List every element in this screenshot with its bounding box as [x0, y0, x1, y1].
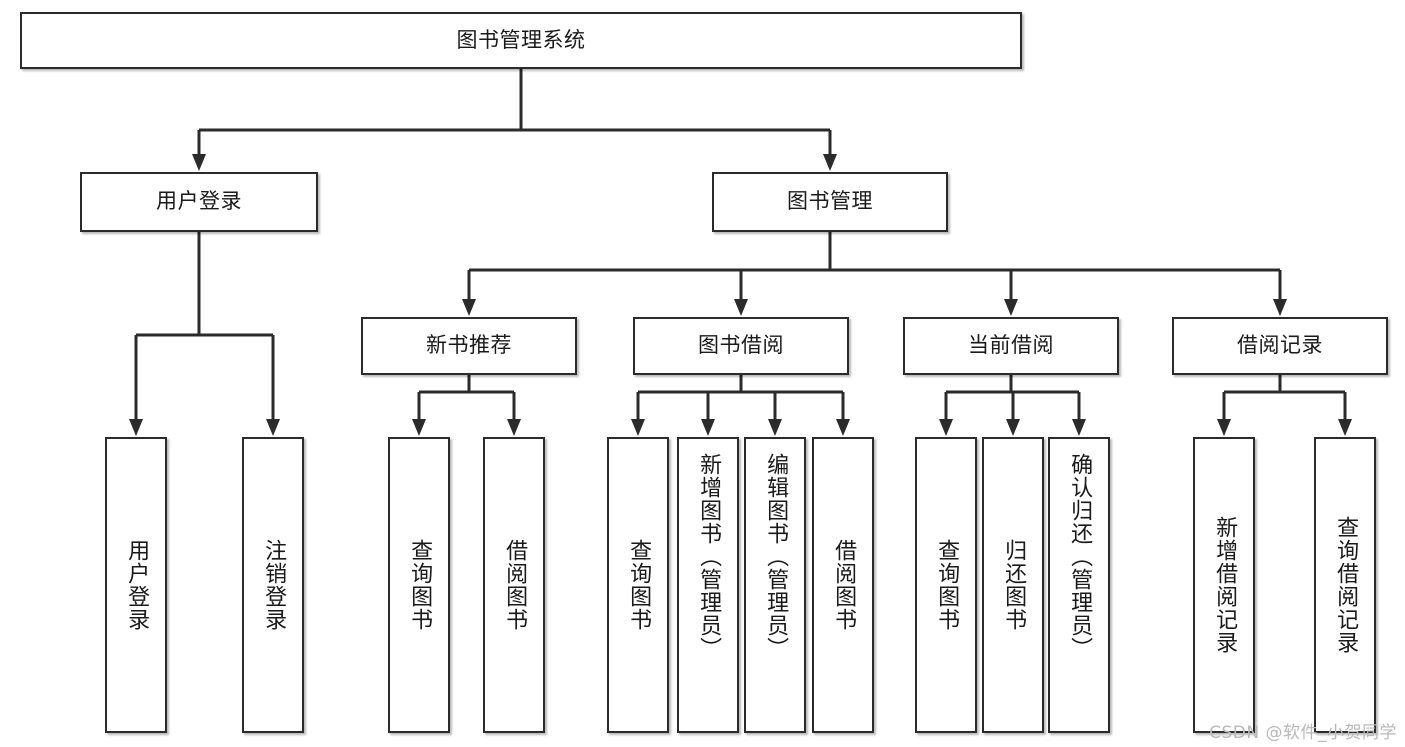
node-new-book-rec[interactable]: 新书推荐	[361, 317, 577, 375]
leaf-label: 新增图书（管理员）	[696, 453, 722, 660]
leaf-label: 注销登录	[261, 539, 287, 631]
node-leaf-add-record[interactable]: 新增借阅记录	[1193, 437, 1255, 733]
leaf-label: 确认归还（管理员）	[1067, 453, 1093, 660]
node-leaf-add-book[interactable]: 新增图书（管理员）	[677, 437, 739, 733]
leaf-label: 查询图书	[934, 539, 960, 631]
node-book-manage[interactable]: 图书管理	[712, 172, 948, 232]
watermark-text: CSDN @软件_小贺同学	[1209, 723, 1397, 743]
leaf-label: 查询图书	[407, 539, 433, 631]
leaf-label: 查询借阅记录	[1333, 516, 1359, 654]
node-leaf-confirm-return[interactable]: 确认归还（管理员）	[1048, 437, 1110, 733]
node-book-borrow[interactable]: 图书借阅	[633, 317, 849, 375]
node-leaf-borrow-book-2[interactable]: 借阅图书	[812, 437, 874, 733]
node-leaf-logout[interactable]: 注销登录	[242, 437, 304, 733]
node-leaf-user-login[interactable]: 用户登录	[105, 437, 167, 733]
leaf-label: 查询图书	[626, 539, 652, 631]
node-leaf-query-record[interactable]: 查询借阅记录	[1314, 437, 1376, 733]
node-leaf-query-book-1[interactable]: 查询图书	[388, 437, 450, 733]
node-borrow-record[interactable]: 借阅记录	[1172, 317, 1388, 375]
node-leaf-query-book-3[interactable]: 查询图书	[915, 437, 977, 733]
node-leaf-edit-book[interactable]: 编辑图书（管理员）	[744, 437, 806, 733]
leaf-label: 归还图书	[1001, 539, 1027, 631]
leaf-label: 用户登录	[124, 539, 150, 631]
leaf-label: 新增借阅记录	[1212, 516, 1238, 654]
leaf-label: 借阅图书	[831, 539, 857, 631]
leaf-label: 编辑图书（管理员）	[763, 453, 789, 660]
node-leaf-query-book-2[interactable]: 查询图书	[607, 437, 669, 733]
node-root[interactable]: 图书管理系统	[20, 12, 1022, 69]
leaf-label: 借阅图书	[502, 539, 528, 631]
node-leaf-return-book[interactable]: 归还图书	[982, 437, 1044, 733]
node-user-login[interactable]: 用户登录	[80, 172, 318, 232]
node-leaf-borrow-book-1[interactable]: 借阅图书	[483, 437, 545, 733]
node-current-borrow[interactable]: 当前借阅	[903, 317, 1119, 375]
